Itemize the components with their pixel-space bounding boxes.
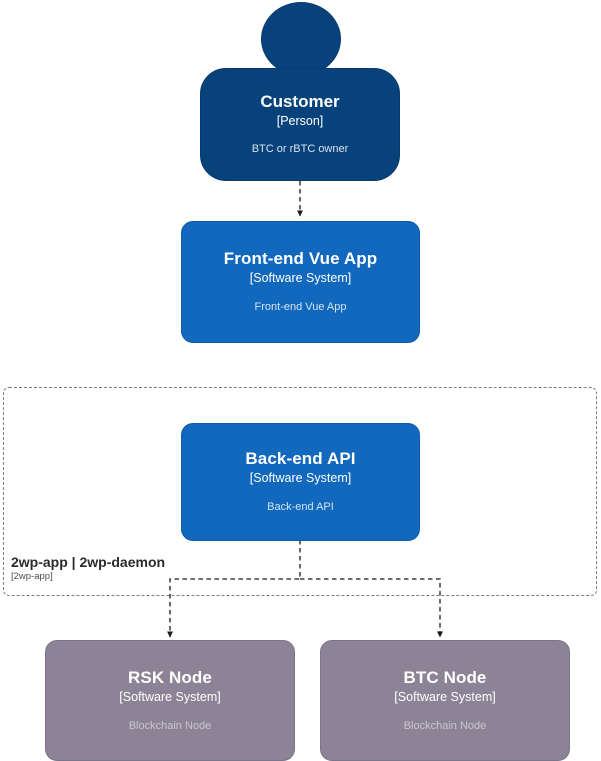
node-description: Blockchain Node <box>403 719 487 732</box>
person-head-icon <box>261 2 341 76</box>
node-title: Back-end API <box>245 449 356 468</box>
node-title: BTC Node <box>403 667 487 687</box>
node-description: Back-end API <box>267 501 334 513</box>
node-type: [Person] <box>276 114 324 128</box>
node-rsk-node[interactable]: RSK Node [Software System] Blockchain No… <box>45 640 295 761</box>
node-backend-api[interactable]: Back-end API [Software System] Back-end … <box>181 423 420 541</box>
boundary-2wp-app <box>3 387 597 596</box>
node-btc-node[interactable]: BTC Node [Software System] Blockchain No… <box>320 640 570 761</box>
node-type: [Software System] <box>249 271 352 285</box>
node-type: [Software System] <box>119 689 221 704</box>
person-body: Customer [Person] BTC or rBTC owner <box>200 68 400 181</box>
node-title: Customer <box>260 92 340 111</box>
node-customer[interactable]: Customer [Person] BTC or rBTC owner <box>0 0 601 185</box>
node-type: [Software System] <box>249 471 352 485</box>
node-description: BTC or rBTC owner <box>251 143 349 155</box>
node-description: Blockchain Node <box>128 719 212 732</box>
node-type: [Software System] <box>394 689 496 704</box>
node-description: Front-end Vue App <box>254 301 347 313</box>
node-frontend-vue-app[interactable]: Front-end Vue App [Software System] Fron… <box>181 221 420 343</box>
node-title: Front-end Vue App <box>223 249 378 268</box>
boundary-type: [2wp-app] <box>11 571 53 582</box>
boundary-label: 2wp-app | 2wp-daemon [2wp-app] <box>11 554 311 583</box>
boundary-name: 2wp-app | 2wp-daemon <box>11 554 166 570</box>
node-title: RSK Node <box>128 667 212 687</box>
